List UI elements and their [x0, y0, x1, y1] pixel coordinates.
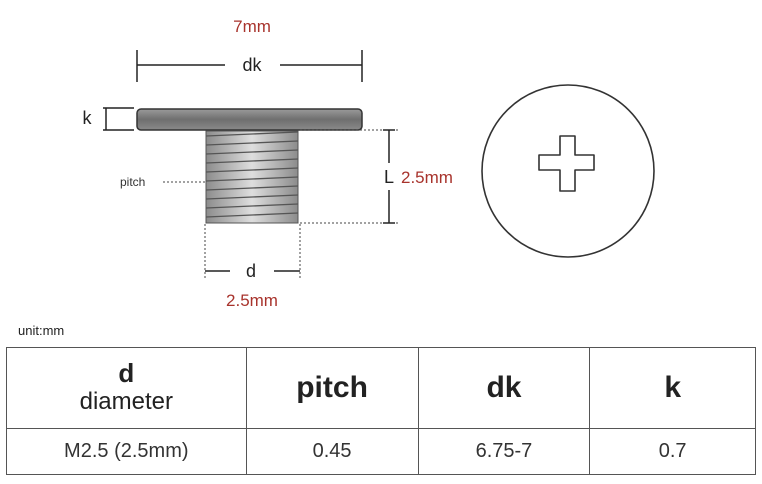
- diameter-value: 2.5mm: [226, 291, 278, 310]
- screw-drawing: 7mm dk k: [83, 17, 655, 310]
- header-k: k: [589, 347, 756, 429]
- spec-table: d diameter pitch dk k M2.5 (2.5mm) 0.45 …: [6, 347, 756, 475]
- l-dimension: L 2.5mm: [300, 129, 453, 224]
- header-dk: dk: [417, 347, 591, 429]
- dk-dimension: 7mm dk: [136, 17, 363, 82]
- screw-head-top-view: [481, 84, 655, 258]
- table-header-row: d diameter pitch dk k: [6, 347, 756, 429]
- cell-dk: 6.75-7: [417, 428, 591, 475]
- header-pitch: pitch: [245, 347, 419, 429]
- pitch-label: pitch: [120, 175, 145, 189]
- cell-pitch: 0.45: [245, 428, 419, 475]
- d-symbol: d: [246, 261, 256, 281]
- header-diameter-symbol: d: [118, 358, 135, 388]
- header-diameter: d diameter: [6, 347, 247, 429]
- threaded-shank: [205, 130, 299, 224]
- thread-length-value: 2.5mm: [401, 168, 453, 187]
- table-row: M2.5 (2.5mm) 0.45 6.75-7 0.7: [6, 428, 756, 475]
- k-symbol: k: [83, 108, 93, 128]
- d-dimension: d 2.5mm: [204, 224, 301, 310]
- unit-label: unit:mm: [18, 323, 65, 338]
- head-width-value: 7mm: [233, 17, 271, 36]
- cell-diameter: M2.5 (2.5mm): [6, 428, 247, 475]
- dk-symbol: dk: [242, 55, 262, 75]
- header-diameter-label: diameter: [79, 388, 173, 415]
- screw-head: [136, 108, 363, 131]
- phillips-cross-icon: [538, 135, 595, 192]
- pitch-callout: pitch: [120, 175, 205, 189]
- k-dimension: k: [83, 107, 134, 131]
- cell-k: 0.7: [589, 428, 756, 475]
- l-symbol: L: [384, 167, 394, 187]
